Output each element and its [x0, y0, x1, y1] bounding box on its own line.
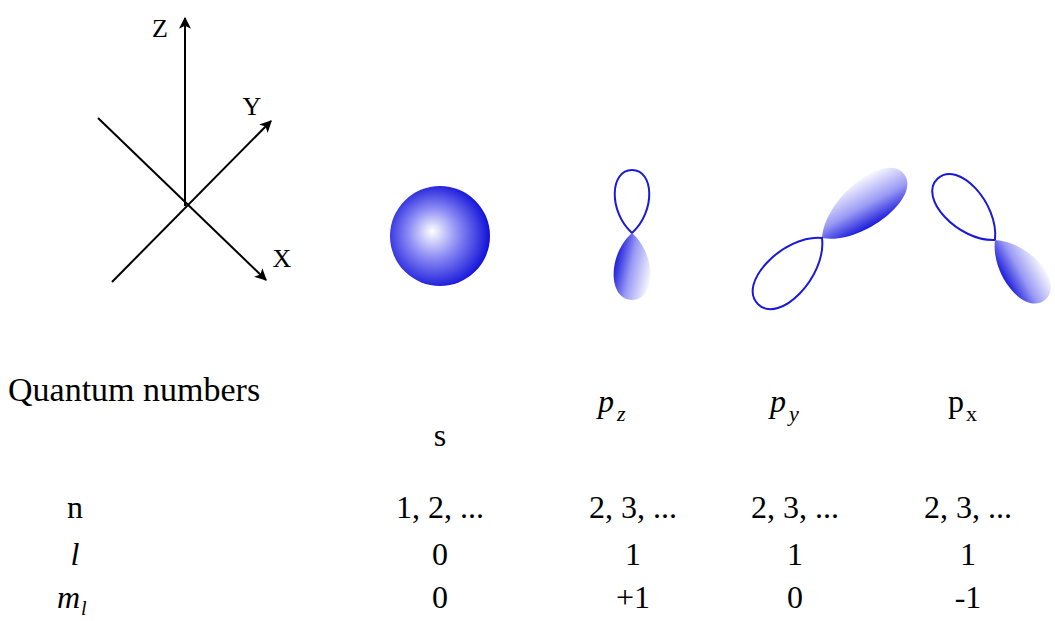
orbital-subscript: x [966, 403, 977, 425]
table-cell: -1 [955, 581, 982, 613]
quantum-number-name: l [71, 538, 80, 570]
orbital-subscript: y [789, 403, 799, 425]
axis-label: Z [152, 16, 168, 42]
z-axis [184, 18, 186, 206]
table-cell: +1 [616, 581, 650, 613]
table-cell: 0 [432, 581, 448, 613]
table-cell: 1 [960, 538, 976, 570]
table-cell: 0 [787, 581, 803, 613]
axis-label: X [273, 246, 292, 272]
orbital-name: p [948, 385, 964, 417]
table-cell: 0 [432, 538, 448, 570]
quantum-number-subscript: l [81, 598, 87, 618]
quantum-number-name: m [57, 581, 80, 613]
axes [98, 18, 271, 282]
table-cell: 1, 2, ... [396, 491, 484, 523]
y-axis [112, 121, 271, 282]
x-axis [98, 118, 266, 280]
s-orbital [390, 186, 490, 286]
row-heading: Quantum numbers [8, 373, 260, 407]
orbital-name: p [770, 385, 786, 417]
table-cell: 2, 3, ... [924, 491, 1012, 523]
quantum-number-name: n [67, 491, 83, 523]
orbital-subscript: z [617, 403, 626, 425]
pz-orbital [614, 170, 651, 300]
axis-label: Y [243, 94, 262, 120]
py-orbital [742, 156, 918, 320]
table-cell: 2, 3, ... [589, 491, 677, 523]
table-cell: 1 [787, 538, 803, 570]
orbital-name: p [598, 385, 614, 417]
orbital-name: s [434, 419, 446, 451]
px-orbital [922, 164, 1055, 312]
table-cell: 2, 3, ... [751, 491, 839, 523]
table-cell: 1 [625, 538, 641, 570]
